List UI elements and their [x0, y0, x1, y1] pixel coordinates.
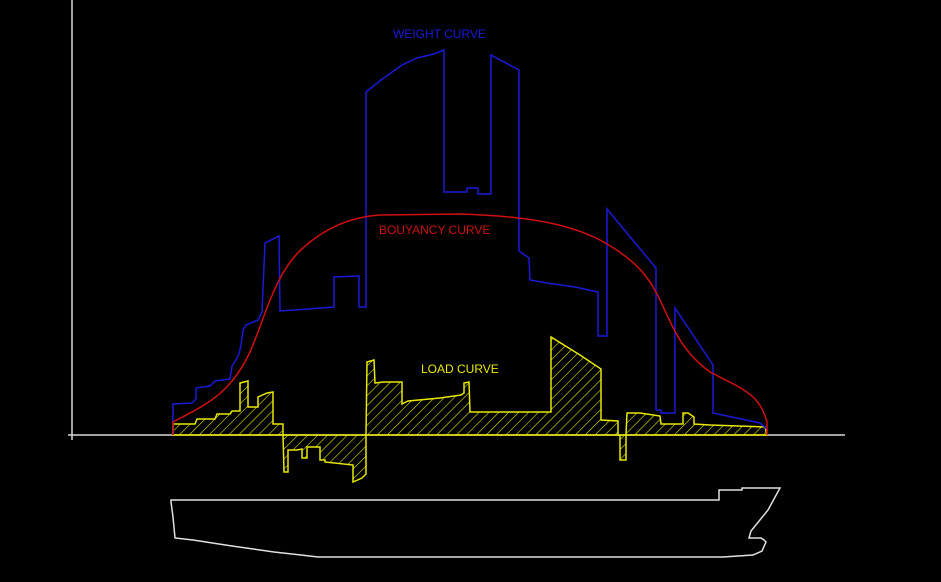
load-curve-label: LOAD CURVE [421, 362, 499, 376]
ship-hull-profile [170, 487, 782, 558]
buoyancy-curve [172, 213, 768, 435]
load-curve [172, 335, 768, 484]
weight-curve [172, 48, 768, 435]
weight-curve-label: WEIGHT CURVE [393, 27, 486, 41]
buoyancy-curve-label: BOUYANCY CURVE [379, 223, 490, 237]
